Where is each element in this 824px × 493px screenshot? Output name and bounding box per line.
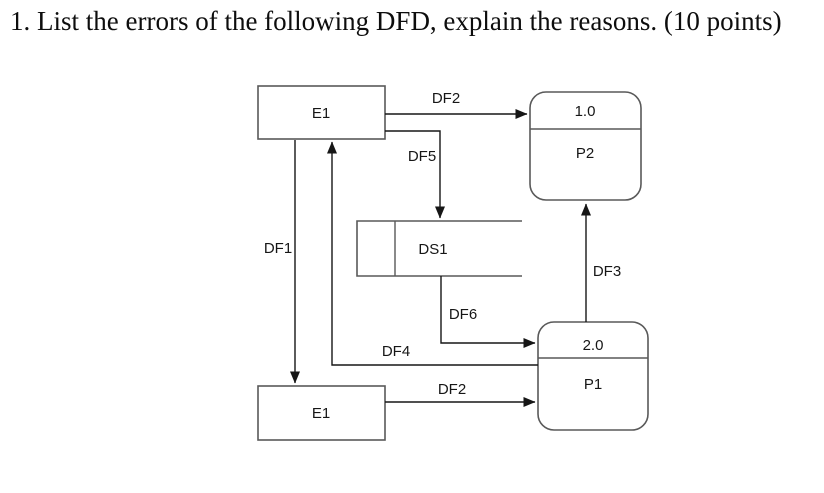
- flow-df5: [385, 130, 445, 219]
- flow-df6: [440, 276, 536, 348]
- question-title: 1. List the errors of the following DFD,…: [10, 6, 782, 36]
- external-entity-e1-bottom-label: E1: [312, 405, 330, 422]
- flow-df2-top-label: DF2: [432, 90, 460, 107]
- flow-df4: [327, 141, 538, 366]
- process-p2-number: 1.0: [575, 103, 596, 120]
- flow-df2-bottom-label: DF2: [438, 381, 466, 398]
- process-p2-label: P2: [576, 145, 594, 162]
- process-p1: [537, 321, 649, 431]
- process-p2: [529, 91, 642, 201]
- data-store-ds1: [356, 220, 522, 277]
- flow-df6-label: DF6: [449, 306, 477, 323]
- external-entity-e1-top-label: E1: [312, 105, 330, 122]
- external-entity-e1-top: [257, 85, 386, 140]
- data-store-ds1-label: DS1: [418, 241, 447, 258]
- flow-df3-label: DF3: [593, 263, 621, 280]
- process-p1-label: P1: [584, 376, 602, 393]
- flow-df1-label: DF1: [264, 240, 292, 257]
- external-entity-e1-bottom: [257, 385, 386, 441]
- process-p1-number: 2.0: [583, 337, 604, 354]
- flow-df5-label: DF5: [408, 148, 436, 165]
- flow-df4-label: DF4: [382, 343, 410, 360]
